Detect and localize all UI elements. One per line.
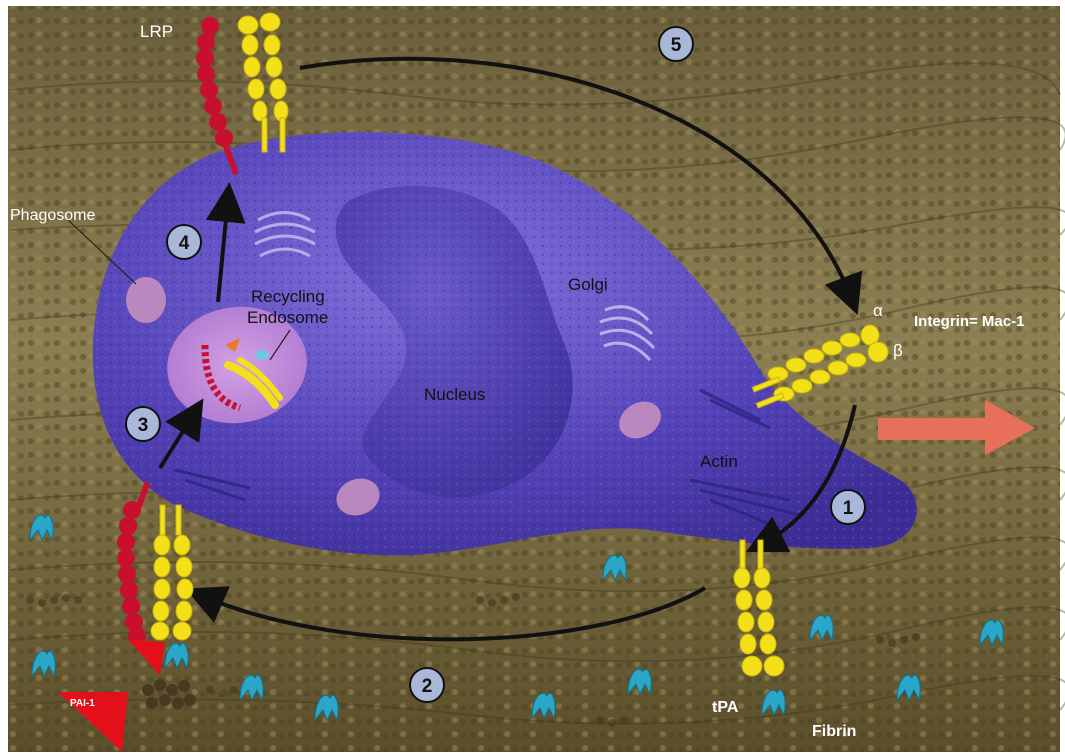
label-alpha: α (873, 301, 883, 320)
step-badge-5: 5 (659, 27, 693, 61)
svg-text:2: 2 (422, 676, 433, 697)
svg-text:1: 1 (843, 498, 854, 519)
label-phagosome: Phagosome (10, 207, 95, 224)
label-nucleus: Nucleus (424, 385, 485, 404)
step-badge-1: 1 (831, 490, 865, 524)
label-beta: β (893, 341, 903, 360)
label-endosome: Endosome (247, 308, 328, 327)
svg-text:3: 3 (138, 415, 149, 436)
label-integrin: Integrin= Mac-1 (914, 313, 1024, 330)
label-actin: Actin (700, 452, 738, 471)
svg-text:4: 4 (179, 233, 190, 254)
phagosome (126, 277, 166, 323)
label-recycling: Recycling (251, 287, 325, 306)
svg-text:5: 5 (671, 35, 682, 56)
step-badge-4: 4 (167, 225, 201, 259)
step-badge-3: 3 (126, 407, 160, 441)
label-golgi: Golgi (568, 275, 608, 294)
label-tpa: tPA (712, 699, 739, 716)
label-lrp: LRP (140, 22, 173, 41)
label-pai1: PAI-1 (70, 698, 95, 709)
step-badge-2: 2 (410, 668, 444, 702)
label-fibrin: Fibrin (812, 723, 856, 740)
